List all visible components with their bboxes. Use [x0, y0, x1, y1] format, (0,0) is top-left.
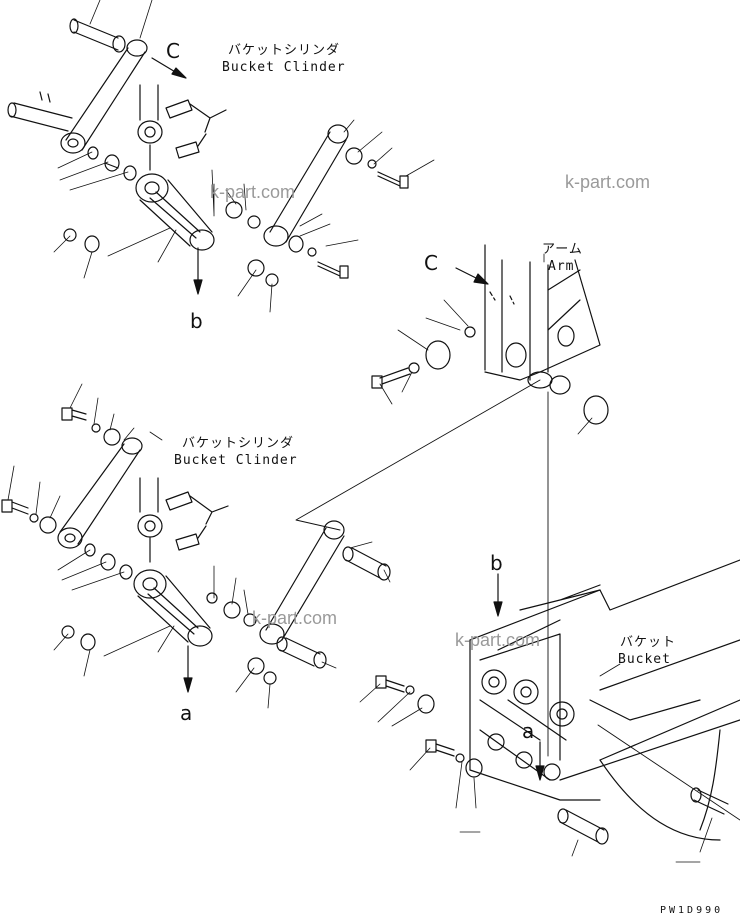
watermark-1: k-part.com: [210, 182, 296, 202]
lower-bucket-cylinder-label-jp: バケットシリンダ: [182, 436, 295, 451]
upper-pin-1: [69, 18, 126, 53]
lower-link-arm: [57, 437, 143, 549]
upper-ref-b: b: [190, 309, 203, 333]
upper-ref-c: C: [166, 39, 180, 63]
upper-rocker-link: [135, 173, 215, 251]
arm-label-jp: アーム: [542, 242, 583, 257]
upper-pin-2: [7, 91, 73, 132]
upper-link-arm: [60, 39, 148, 154]
drawing-code: PW1D990: [660, 905, 724, 916]
arm-ref-c: C: [424, 251, 438, 275]
upper-grease-fittings: [165, 99, 227, 159]
lower-bolts-left: [1, 407, 121, 534]
upper-arrows: [151, 57, 203, 295]
upper-link-assembly: [7, 0, 435, 313]
lower-cylinder-rod: [137, 477, 163, 563]
upper-right-link: [263, 124, 409, 279]
bucket-label-en: Bucket: [618, 652, 671, 667]
lower-ref-a: a: [180, 701, 193, 725]
lower-grease-fittings: [165, 491, 229, 551]
arm-label-en: Arm: [548, 259, 575, 274]
arm-assembly: [371, 244, 609, 435]
watermark-4: k-part.com: [455, 630, 541, 650]
bucket-ref-a: a: [522, 719, 535, 743]
upper-bucket-cylinder-label-en: Bucket Clinder: [222, 60, 346, 75]
bucket-ref-b: b: [490, 551, 503, 575]
lower-leader-lines: [7, 383, 391, 709]
bucket-assembly: [359, 559, 740, 863]
watermark-3: k-part.com: [252, 608, 338, 628]
lower-link-assembly: [1, 383, 391, 709]
lower-arrows: [183, 645, 193, 693]
lower-rocker-link: [133, 569, 213, 647]
upper-bushings-left: [63, 146, 137, 253]
upper-cylinder-rod: [137, 84, 163, 171]
upper-leader-lines: [53, 0, 435, 313]
lower-bushings: [61, 543, 277, 685]
lower-right-link: [259, 520, 391, 669]
upper-bucket-cylinder-label-jp: バケットシリンダ: [228, 43, 341, 58]
watermark-2: k-part.com: [565, 172, 651, 192]
upper-bushings-right: [225, 201, 279, 287]
lower-bucket-cylinder-label-en: Bucket Clinder: [174, 453, 298, 468]
bucket-label-jp: バケット: [620, 635, 677, 650]
